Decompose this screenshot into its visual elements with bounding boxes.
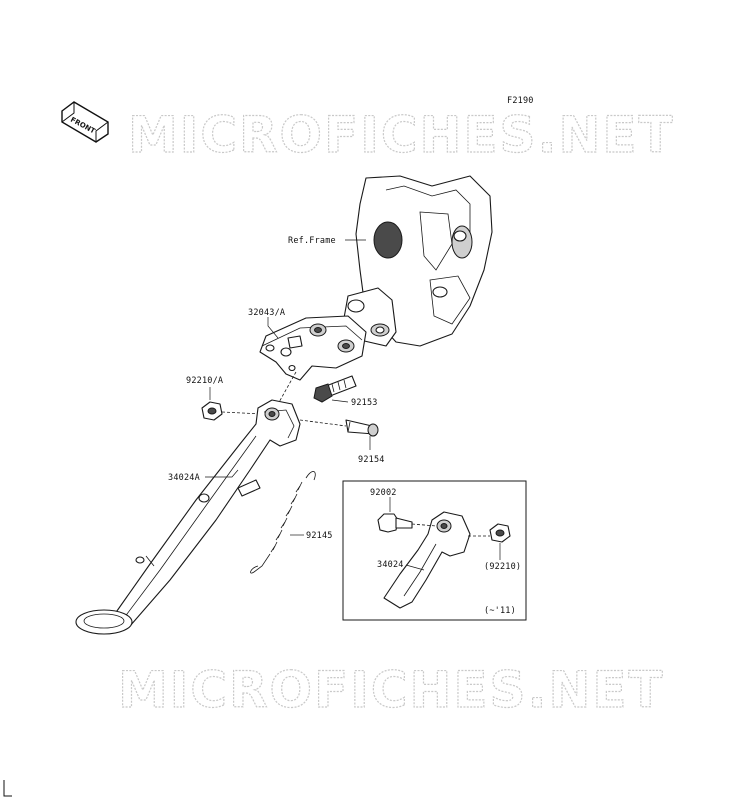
frame-bore	[373, 221, 403, 259]
callout-92210: (92210)	[484, 562, 521, 572]
leader-34024a	[205, 469, 239, 478]
bolt-92002	[377, 513, 413, 533]
callout-34024: 34024	[377, 560, 404, 570]
callout-92002: 92002	[370, 488, 397, 498]
spring-92145	[250, 471, 316, 574]
bolt-92153	[313, 375, 357, 403]
nut-92210a	[201, 401, 223, 421]
figure-code: F2190	[507, 96, 534, 106]
bracket-32043a	[259, 315, 367, 381]
corner-mark	[3, 780, 12, 797]
watermark-top: MICROFICHES.NET	[128, 106, 675, 164]
callout-32043a: 32043/A	[248, 308, 285, 318]
callout-92145: 92145	[306, 531, 333, 541]
callout-34024a: 34024A	[168, 473, 200, 483]
frame-casting	[343, 175, 493, 347]
pin-92154	[345, 419, 379, 437]
callout-92210a: 92210/A	[186, 376, 223, 386]
front-arrow-icon: FRONT	[61, 101, 109, 143]
inset-box	[342, 480, 527, 621]
inset-note: (~'11)	[484, 606, 516, 616]
leader-32043a	[267, 317, 279, 339]
leader-92153	[331, 399, 349, 403]
watermark-bottom: MICROFICHES.NET	[118, 661, 665, 719]
callout-92154: 92154	[358, 455, 385, 465]
nut-92210	[489, 523, 511, 543]
leader-34024	[405, 564, 425, 571]
callout-ref-frame: Ref.Frame	[288, 236, 336, 246]
side-stand-34024a	[75, 399, 301, 635]
stand-end-34024	[383, 511, 471, 609]
callout-92153: 92153	[351, 398, 378, 408]
